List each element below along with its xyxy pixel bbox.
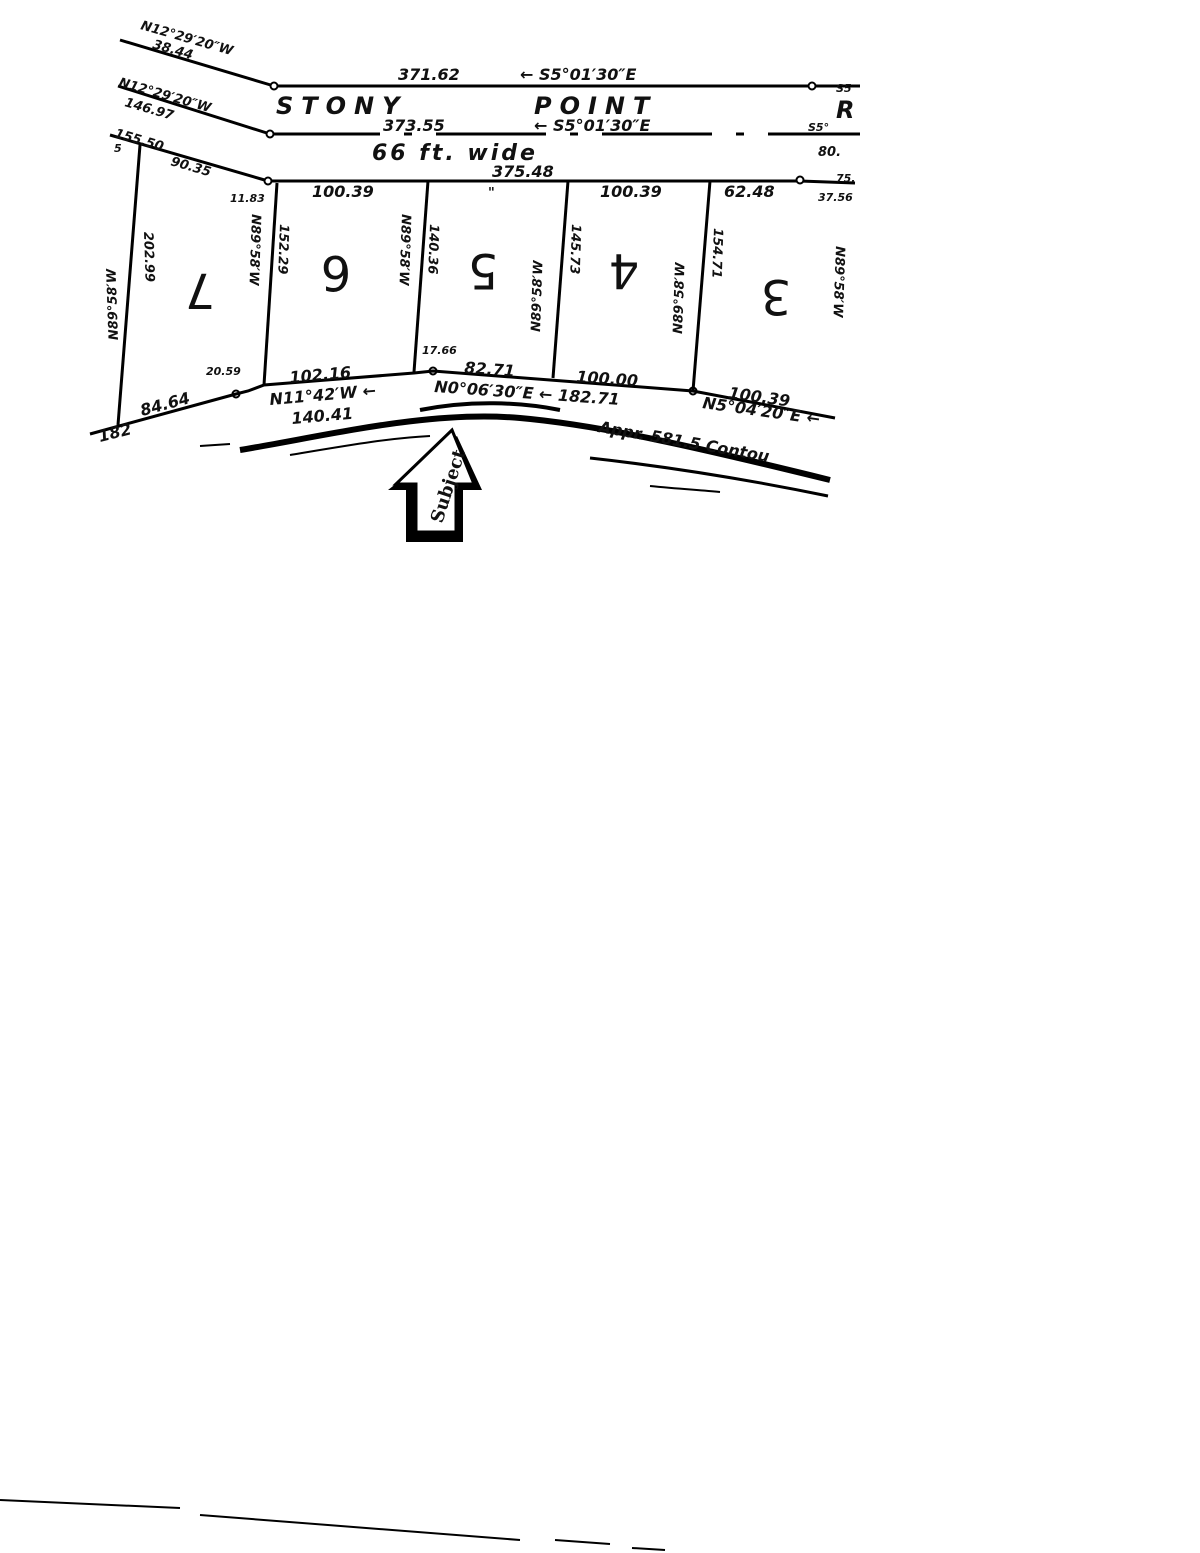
lot7-side-bearing: N89°58′W: [104, 268, 122, 340]
lot3-side-bearing: N89°58′W: [671, 262, 689, 334]
shore-stroke: [589, 456, 829, 498]
road-south-line-end: [799, 179, 856, 185]
lot3-west-line: [691, 180, 712, 392]
survey-point: [265, 129, 275, 139]
shore-stroke: [199, 443, 231, 447]
rear-seg-84: 84.64: [138, 388, 192, 419]
road-name-word3: R: [836, 96, 862, 124]
scan-line: [0, 1499, 181, 1509]
survey-point: [269, 81, 279, 91]
lot-labels: 100.39 100.39 62.48 7 6 5 4 3 N89°58′W 2…: [104, 182, 846, 340]
rear-seg-82: 82.71: [464, 358, 516, 380]
rear-bearing-1: N11°42′W ←: [269, 381, 377, 409]
right-fragment-3: S5: [836, 82, 852, 95]
corner-value: 11.83: [230, 192, 265, 205]
scan-line: [554, 1539, 611, 1545]
lot5-west-line: [412, 180, 430, 373]
rear-fragment: 182: [96, 419, 133, 446]
road-name-word1: STONY: [276, 92, 408, 120]
road-width: 66 ft. wide: [372, 141, 538, 166]
lot7-number: 7: [185, 262, 216, 318]
center-line-bearing: ← S5°01′30″E: [534, 116, 651, 135]
shoreline: [199, 401, 831, 498]
scan-line: [631, 1547, 666, 1551]
north-line-bearing: ← S5°01′30″E: [520, 65, 637, 84]
lot4-west-line: [551, 180, 570, 379]
ditto-mark: ": [488, 186, 495, 201]
lot4-side-bearing: N89°58′W: [529, 260, 547, 332]
road-labels: STONY POINT R 66 ft. wide 371.62 ← S5°01…: [113, 18, 862, 205]
rear-seg-20: 20.59: [206, 365, 241, 378]
lot3-front: 62.48: [724, 182, 775, 201]
top-left-diagonal: [119, 38, 275, 88]
lot7-side-length: 202.99: [140, 232, 157, 283]
east-bearing: N89°58′W: [829, 246, 847, 318]
survey-point: [795, 175, 805, 185]
lot-lines: [89, 144, 836, 436]
rear-line: [89, 369, 836, 436]
contour-line: [239, 413, 831, 483]
shore-stroke: [649, 485, 721, 493]
survey-points: [231, 81, 817, 399]
lot6-west-line: [262, 182, 279, 386]
rear-seg-17: 17.66: [422, 344, 457, 357]
lot3-side-length: 154.71: [708, 228, 725, 279]
left-fragment-3: 5: [114, 142, 122, 155]
right-fragment-1: S5°: [808, 121, 829, 134]
contour-arrow: [571, 424, 597, 429]
lot5-number: 5: [468, 242, 499, 298]
rear-length-1: 140.41: [291, 404, 354, 428]
right-fragment-4: 75.: [836, 172, 856, 185]
lot5-side-bearing: N89°58′W: [395, 214, 413, 286]
road-lines: [109, 38, 860, 185]
subject-arrow-body: [392, 427, 477, 534]
right-fragment-2: 80.: [818, 145, 841, 160]
shore-stroke: [289, 435, 431, 456]
lot6-side-length: 152.29: [274, 224, 291, 275]
lot6-front: 100.39: [312, 182, 374, 201]
lot7-west-line: [116, 144, 142, 426]
lot4-number: 4: [609, 242, 640, 298]
center-line-length: 373.55: [383, 116, 445, 135]
lot3-number: 3: [761, 268, 792, 324]
lot4-side-length: 145.73: [566, 224, 583, 275]
south-line-length: 375.48: [492, 162, 554, 181]
mid-left-diagonal: [117, 84, 271, 136]
subject-arrow: Subject: [388, 427, 482, 542]
rear-seg-100: 100.00: [576, 367, 639, 390]
road-name-word2: POINT: [534, 92, 657, 120]
survey-point: [807, 81, 817, 91]
contour-label: Appr. 581.5 Contou: [595, 417, 771, 466]
lot4-front: 100.39: [600, 182, 662, 201]
survey-point: [263, 176, 273, 186]
lot6-number: 6: [321, 244, 352, 300]
low-left-diagonal: [109, 133, 269, 183]
lot5-side-length: 140.36: [424, 224, 441, 275]
scan-artifacts: [0, 1499, 666, 1551]
right-fragment-5: 37.56: [818, 191, 853, 204]
north-line-length: 371.62: [398, 65, 460, 84]
shore-stroke: [419, 401, 561, 412]
scan-line: [199, 1514, 521, 1541]
lot6-side-bearing: N89°58′W: [245, 214, 263, 286]
